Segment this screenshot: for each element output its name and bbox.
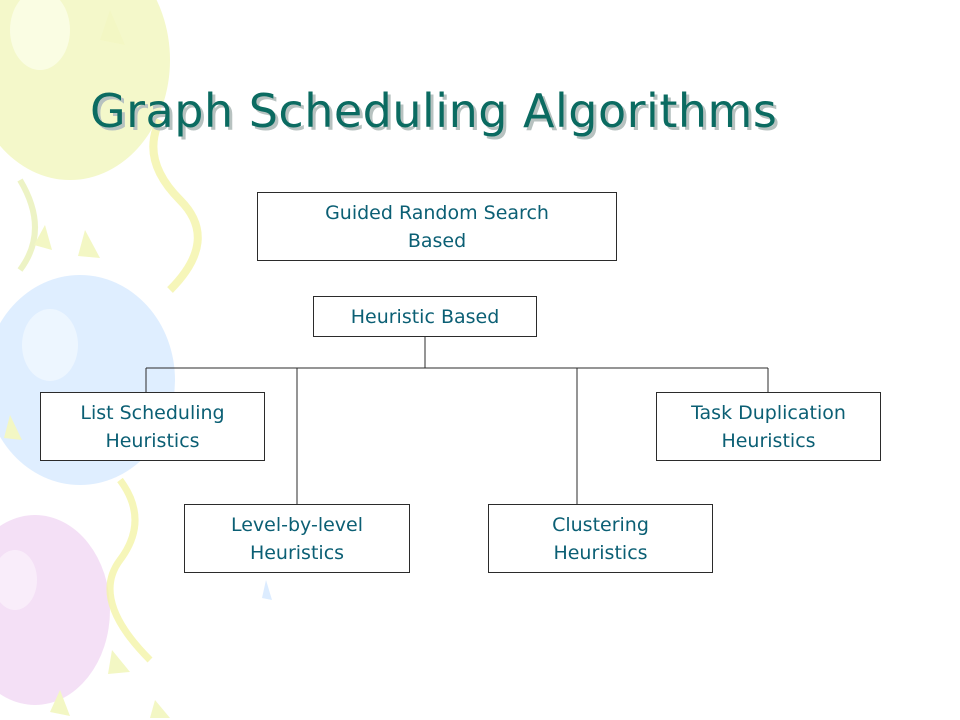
- confetti: [78, 230, 100, 258]
- node-task-duplication: Task Duplication Heuristics: [656, 392, 881, 461]
- balloon-pink-highlight: [0, 550, 37, 610]
- slide-title: Graph Scheduling Algorithms: [90, 84, 778, 138]
- confetti: [34, 225, 52, 250]
- confetti: [262, 580, 272, 600]
- node-guided-random-search: Guided Random Search Based: [257, 192, 617, 261]
- streamer: [149, 118, 202, 293]
- confetti: [100, 10, 125, 45]
- streamer: [17, 178, 38, 272]
- balloon-blue-highlight: [22, 309, 78, 381]
- balloon-yellow-highlight: [10, 0, 70, 70]
- node-heuristic-based: Heuristic Based: [313, 296, 537, 337]
- node-clustering: Clustering Heuristics: [488, 504, 713, 573]
- confetti: [50, 690, 70, 716]
- streamer: [106, 477, 153, 663]
- node-level-by-level: Level-by-level Heuristics: [184, 504, 410, 573]
- confetti: [150, 700, 170, 718]
- confetti: [4, 415, 22, 440]
- node-list-scheduling: List Scheduling Heuristics: [40, 392, 265, 461]
- confetti: [108, 650, 130, 674]
